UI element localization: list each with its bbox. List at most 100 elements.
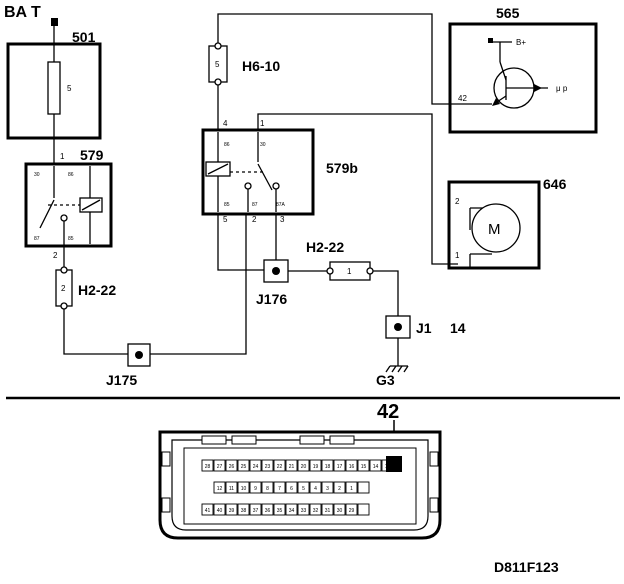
- ecu-pin-number: 35: [277, 508, 283, 514]
- ground-g3-symbol: [385, 365, 409, 373]
- ecu-pin-cell: [213, 503, 226, 516]
- motor-646-pin-1: 1: [455, 251, 460, 260]
- ecu-pin-number: 19: [313, 464, 319, 470]
- ecu-pin-number: 20: [301, 464, 307, 470]
- ecu-pin-row-1: 28272625242322212019181716151413: [201, 456, 402, 472]
- ground-g3-label: G3: [376, 372, 395, 388]
- sensor-565-input: μ p: [556, 84, 568, 93]
- ecu-pin-cell: [249, 481, 262, 494]
- relay-579-pin-87: 87: [34, 236, 40, 242]
- relay-579b-pin-87: 87: [252, 202, 258, 208]
- relay-579b-pin-3: 3: [280, 215, 285, 224]
- ecu-pin-cell: [237, 459, 250, 472]
- ecu-pin-number: 12: [217, 486, 223, 492]
- ecu-pin-number: 39: [229, 508, 235, 514]
- ecu-pin-number: 14: [373, 464, 379, 470]
- ecu-pin-cell: [261, 459, 274, 472]
- ecu-pin-number: 6: [290, 486, 293, 492]
- relay-579b-label: 579b: [326, 160, 358, 176]
- relay-579-label: 579: [80, 147, 104, 163]
- connector-h2-22-left-label: H2-22: [78, 282, 116, 298]
- ecu-pin-cell: [213, 459, 226, 472]
- ecu-pin-cell: [369, 459, 382, 472]
- ecu-pin-cell: [201, 503, 214, 516]
- fuse-box-501: [6, 42, 102, 140]
- ecu-pin-number: 24: [253, 464, 259, 470]
- ecu-pin-number: 23: [265, 464, 271, 470]
- ecu-pin-number: 3: [326, 486, 329, 492]
- ecu-pin-cell: [237, 481, 250, 494]
- ecu-pin-cell: [333, 481, 346, 494]
- ecu-pin-number: 26: [229, 464, 235, 470]
- ecu-pin-cell: [237, 503, 250, 516]
- diagram-code: D811F123: [494, 559, 559, 575]
- ecu-pin-number: 34: [289, 508, 295, 514]
- ecu-pin-cell: [333, 459, 346, 472]
- relay-579b-pin-1: 1: [260, 119, 265, 128]
- ecu-pin-number: 27: [217, 464, 223, 470]
- ecu-pin-cell: [273, 503, 286, 516]
- ecu-pin-cell: [321, 459, 334, 472]
- ecu-pin-cell: [309, 503, 322, 516]
- ecu-pin-cell: [357, 503, 370, 516]
- relay-579b-pin-87a: 87A: [276, 202, 286, 208]
- ecu-pin-number: 32: [313, 508, 319, 514]
- ecu-pin-42-highlight: [386, 456, 402, 472]
- relay-579b-pin-4: 4: [223, 119, 228, 128]
- wire-h2-22-j175: [63, 309, 128, 355]
- relay-579-pin-out: 2: [53, 251, 58, 260]
- ecu-pin-cell: [249, 503, 262, 516]
- ecu-pin-number: 29: [349, 508, 355, 514]
- wire-j175-579b: [150, 214, 247, 355]
- ecu-pin-cell: [321, 481, 334, 494]
- ecu-pin-cell: [261, 481, 274, 494]
- ecu-pin-cell: [225, 481, 238, 494]
- relay-579-pin-86: 86: [68, 172, 74, 178]
- ecu-pin-number: 8: [266, 486, 269, 492]
- relay-579-contact: [60, 214, 68, 222]
- fuse-h6-10-label: H6-10: [242, 58, 280, 74]
- ecu-pin-number: 36: [265, 508, 271, 514]
- ecu-pin-number: 1: [350, 486, 353, 492]
- ground-j1-pin: 14: [450, 320, 466, 336]
- relay-579b-switch: [257, 163, 273, 191]
- ecu-pin-cell: [285, 481, 298, 494]
- relay-579-pin-in: 1: [60, 152, 65, 161]
- ecu-pin-cell: [213, 481, 226, 494]
- splice-j175-label: J175: [106, 372, 137, 388]
- ecu-pin-number: 38: [241, 508, 247, 514]
- fuse-501-pin: 5: [67, 84, 72, 93]
- ecu-pin-number: 5: [302, 486, 305, 492]
- ecu-pin-cell: [345, 459, 358, 472]
- ground-j1-label: J1: [416, 320, 432, 336]
- ecu-pin-cell: [225, 503, 238, 516]
- fuse-h6-10-pin: 5: [215, 60, 220, 69]
- relay-579-pin-30: 30: [34, 172, 40, 178]
- ecu-pin-cell: [297, 481, 310, 494]
- ecu-pin-number: 17: [337, 464, 343, 470]
- relay-579b-pin-86: 86: [224, 142, 230, 148]
- ecu-pin-cell: [225, 459, 238, 472]
- motor-646-label: 646: [543, 176, 567, 192]
- relay-579-switch: [39, 199, 55, 229]
- ecu-pin-cell: [273, 459, 286, 472]
- motor-646-pin-2: 2: [455, 197, 460, 206]
- relay-579b-pin-30: 30: [260, 142, 266, 148]
- ecu-pin-cell: [201, 459, 214, 472]
- ecu-pin-cell: [297, 503, 310, 516]
- ecu-pin-number: 41: [205, 508, 211, 514]
- ecu-pin-cell: [345, 503, 358, 516]
- motor-646-box: [447, 180, 541, 270]
- connector-h2-22-right-pin: 1: [347, 267, 352, 276]
- relay-579b-pin-5: 5: [223, 215, 228, 224]
- ecu-pin-cell: [297, 459, 310, 472]
- ecu-pin-cell: [345, 481, 358, 494]
- ecu-pin-number: 7: [278, 486, 281, 492]
- motor-646-symbol-circle: [471, 203, 521, 253]
- wire-579b-j176-left: [217, 214, 264, 271]
- ecu-pin-number: 16: [349, 464, 355, 470]
- ecu-pin-number: 4: [314, 486, 317, 492]
